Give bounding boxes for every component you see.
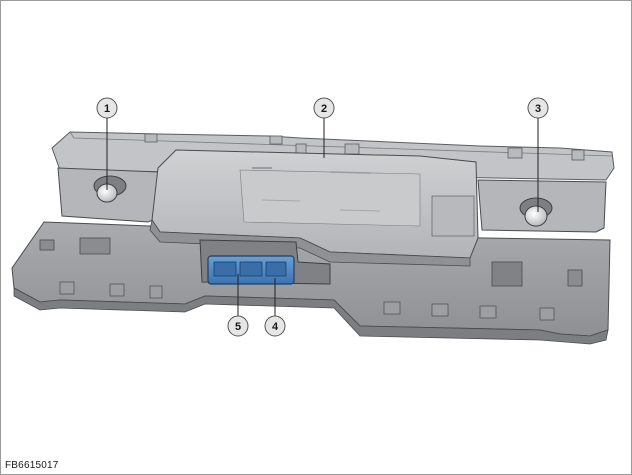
callout-5: 5 — [227, 315, 249, 337]
leader-lines — [106, 118, 539, 316]
module-housing — [149, 149, 479, 267]
callout-3-label: 3 — [535, 103, 541, 115]
connector-assembly — [199, 239, 331, 285]
blue-connector — [207, 255, 295, 285]
callout-2-label: 2 — [321, 103, 327, 115]
callout-1: 1 — [96, 97, 118, 119]
right-mount-block — [477, 179, 607, 233]
callout-4: 4 — [264, 315, 286, 337]
callout-1-label: 1 — [104, 103, 110, 115]
callout-5-label: 5 — [235, 321, 241, 333]
left-mount-block — [57, 167, 161, 223]
callout-4-label: 4 — [272, 321, 279, 333]
callout-2: 2 — [313, 97, 335, 119]
callout-3: 3 — [527, 97, 549, 119]
figure-code: FB6615017 — [5, 460, 59, 471]
